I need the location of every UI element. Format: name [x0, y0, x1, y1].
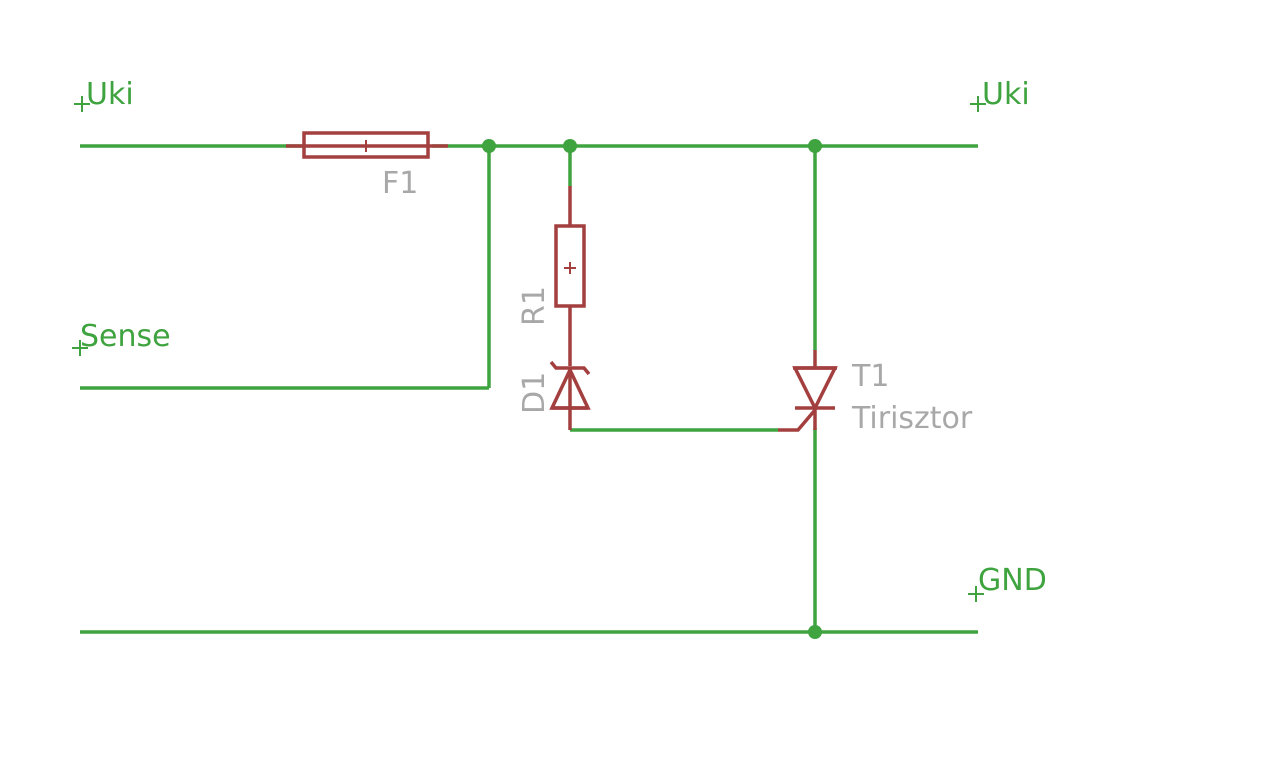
resistor-r1-label: R1	[517, 286, 552, 326]
thyristor-gate	[778, 408, 817, 432]
net-label-uki-left: Uki	[86, 77, 134, 112]
net-label-sense-group: Sense	[72, 319, 171, 356]
net-label-gnd: GND	[978, 563, 1047, 598]
zener-d1-label: D1	[517, 372, 552, 414]
thyristor-triangle	[792, 366, 838, 412]
junction-dot	[563, 139, 577, 153]
thyristor-t1[interactable]	[778, 350, 838, 432]
net-label-uki-right: Uki	[982, 77, 1030, 112]
net-label-sense: Sense	[80, 319, 171, 354]
thyristor-t1-name: T1	[851, 359, 889, 394]
fuse-f1[interactable]	[286, 131, 448, 159]
fuse-f1-label: F1	[382, 166, 418, 201]
wires	[80, 144, 978, 634]
resistor-r1[interactable]	[554, 186, 586, 366]
zener-d1[interactable]	[549, 360, 591, 430]
net-label-gnd-group: GND	[968, 563, 1047, 602]
thyristor-t1-value: Tirisztor	[851, 401, 973, 436]
net-label-uki-right-group: Uki	[970, 77, 1030, 112]
junction-dot	[482, 139, 496, 153]
junctions	[482, 139, 822, 639]
junction-dot	[808, 139, 822, 153]
net-label-uki-left-group: Uki	[74, 77, 134, 112]
junction-dot	[808, 625, 822, 639]
